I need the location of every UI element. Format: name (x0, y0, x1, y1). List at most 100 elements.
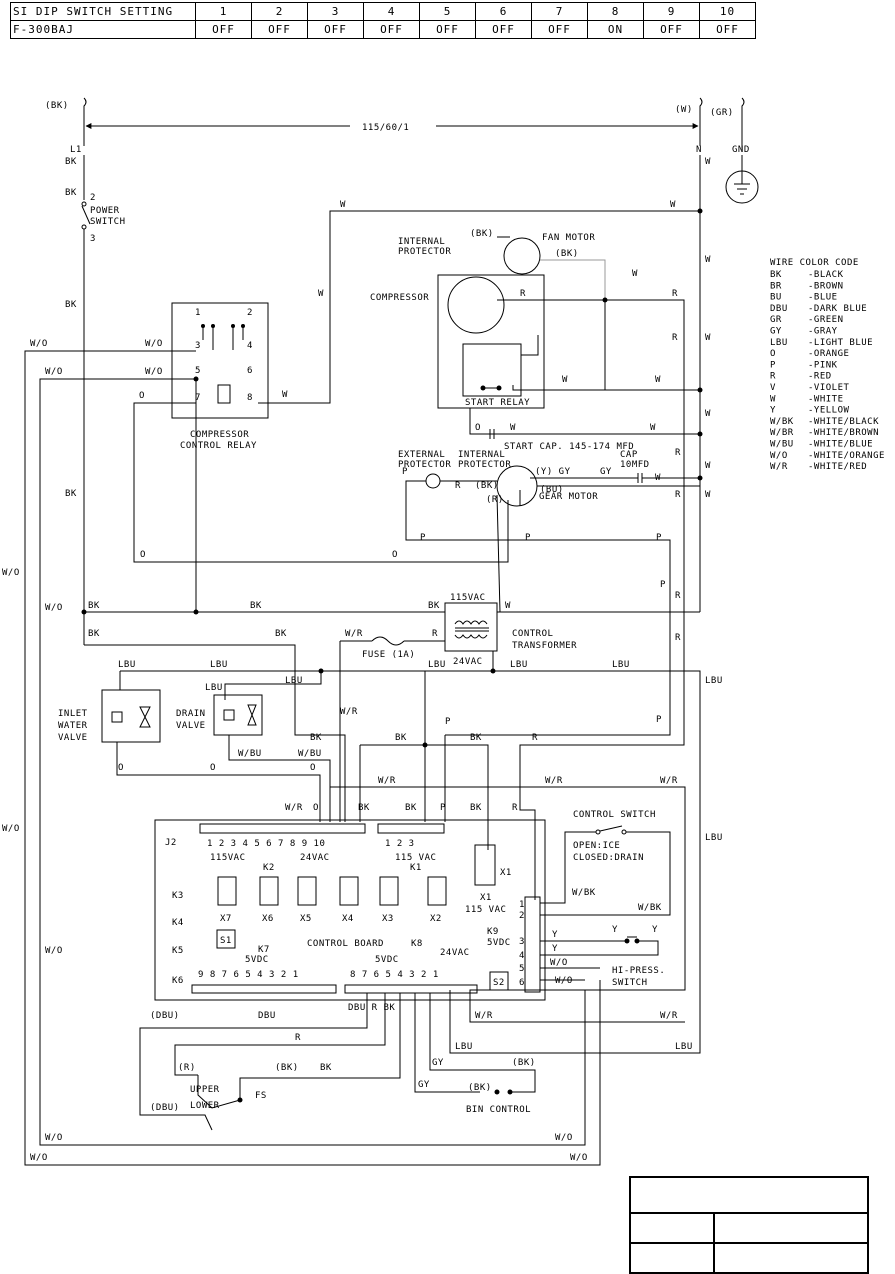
svg-text:O: O (118, 763, 124, 773)
k8-5v: 5VDC (375, 955, 399, 965)
svg-text:BK: BK (320, 1063, 332, 1073)
svg-text:W/O: W/O (2, 824, 20, 834)
svg-text:BK: BK (470, 803, 482, 813)
svg-text:W/BK: W/BK (572, 888, 596, 898)
svg-text:R: R (455, 481, 461, 491)
dip-setting-cell: OFF (251, 20, 308, 39)
wcc-meaning: -RED (808, 372, 832, 382)
svg-text:R: R (675, 448, 681, 458)
wcc-meaning: -WHITE/BROWN (808, 428, 879, 438)
dip-model-cell: F-300BAJ (10, 20, 196, 39)
svg-text:W/O: W/O (45, 367, 63, 377)
svg-text:X4: X4 (342, 914, 354, 924)
ct-line1: CONTROL (512, 629, 553, 639)
svg-text:(BU): (BU) (540, 485, 564, 495)
dip-setting-cell: OFF (363, 20, 420, 39)
k1-label: K1 (410, 863, 422, 873)
svg-text:W/O: W/O (2, 568, 20, 578)
svg-text:W/O: W/O (30, 1153, 48, 1163)
float-switch: UPPER LOWER FS (160, 1075, 266, 1131)
k8-24: 24VAC (440, 948, 470, 958)
int-prot-2: PROTECTOR (398, 247, 451, 257)
cap-2: 10MFD (620, 460, 650, 470)
wcc-meaning: -LIGHT BLUE (808, 338, 873, 348)
s1-switch (216, 929, 236, 949)
wcc-meaning: -ORANGE (808, 349, 849, 359)
k7-5v: 5VDC (245, 955, 269, 965)
svg-text:W/R: W/R (545, 776, 563, 786)
svg-text:9 8 7 6 5 4 3 2 1: 9 8 7 6 5 4 3 2 1 (198, 970, 299, 980)
control-switch: CONTROL SWITCH OPEN:ICE CLOSED:DRAIN (573, 810, 655, 863)
svg-text:LBU: LBU (705, 676, 723, 686)
x1-115: 115 VAC (465, 905, 506, 915)
svg-text:LBU: LBU (675, 1042, 693, 1052)
int-prot-1: INTERNAL (398, 237, 445, 247)
wcc-code: V (770, 383, 776, 393)
svg-text:W: W (705, 461, 711, 471)
wcc-meaning: -PINK (808, 360, 838, 370)
svg-text:W/R: W/R (285, 803, 303, 813)
svg-text:R: R (512, 803, 518, 813)
wcc-meaning: -VIOLET (808, 383, 850, 393)
svg-text:1: 1 (519, 900, 525, 910)
wcc-code: GY (770, 327, 782, 337)
inlet-water-valve: INLET WATER VALVE (58, 689, 161, 743)
svg-text:BK: BK (88, 629, 100, 639)
k9-5v: 5VDC (487, 938, 511, 948)
svg-text:X6: X6 (262, 914, 274, 924)
wcc-code: O (770, 349, 776, 359)
svg-text:O: O (313, 803, 319, 813)
svg-text:X3: X3 (382, 914, 394, 924)
svg-text:O: O (310, 763, 316, 773)
svg-text:(BK): (BK) (475, 481, 499, 491)
svg-text:8 7 6 5 4 3 2 1: 8 7 6 5 4 3 2 1 (350, 970, 439, 980)
svg-text:W/R: W/R (378, 776, 396, 786)
bin-control-label: BIN CONTROL (466, 1105, 531, 1115)
svg-text:BK: BK (65, 188, 77, 198)
compressor-label: COMPRESSOR (370, 293, 429, 303)
svg-text:W/O: W/O (555, 1133, 573, 1143)
svg-text:O: O (392, 550, 398, 560)
wcc-meaning: -BROWN (808, 281, 844, 291)
svg-text:(BK): (BK) (512, 1058, 536, 1068)
x1-relay (474, 844, 496, 886)
wcc-meaning: -YELLOW (808, 406, 850, 416)
svg-text:O: O (140, 550, 146, 560)
svg-text:BK: BK (310, 733, 322, 743)
svg-text:W: W (510, 423, 516, 433)
wcc-code: W (770, 394, 776, 404)
inlet-2: WATER (58, 721, 88, 731)
wcc-meaning: -BLUE (808, 293, 838, 303)
dip-header-row: SI DIP SWITCH SETTING 1 2 3 4 5 6 7 8 9 … (10, 2, 756, 21)
svg-text:LBU: LBU (210, 660, 228, 670)
k9-label: K9 (487, 927, 499, 937)
svg-text:R: R (532, 733, 538, 743)
external-protector-icon (425, 473, 441, 489)
svg-text:K6: K6 (172, 976, 184, 986)
svg-text:K5: K5 (172, 946, 184, 956)
supply-section: (BK) (W) (GR) 115/60/1 L1 N GND BK W (45, 97, 759, 204)
wcc-code: W/O (770, 451, 788, 461)
svg-text:(DBU): (DBU) (150, 1011, 180, 1021)
svg-text:X1: X1 (500, 868, 512, 878)
svg-text:Y: Y (652, 925, 658, 935)
k8-label: K8 (411, 939, 423, 949)
svg-text:P: P (420, 533, 426, 543)
l1-lead (83, 97, 87, 146)
wcc-meaning: -BLACK (808, 270, 844, 280)
wcc-code: W/BR (770, 428, 794, 438)
relay-title-1: COMPRESSOR (190, 430, 249, 440)
ext-prot-2: PROTECTOR (398, 460, 451, 470)
svg-text:1: 1 (195, 308, 201, 318)
svg-text:W/O: W/O (45, 603, 63, 613)
svg-text:1 2 3: 1 2 3 (385, 839, 415, 849)
drain-1: DRAIN (176, 709, 206, 719)
revision-box (629, 1176, 869, 1274)
svg-text:BK: BK (275, 629, 287, 639)
wire-color-code: WIRE COLOR CODE BK-BLACKBR-BROWNBU-BLUED… (770, 258, 884, 472)
svg-text:5: 5 (519, 964, 525, 974)
cb-label: CONTROL BOARD (307, 939, 384, 949)
svg-text:(BK): (BK) (275, 1063, 299, 1073)
n-label: N (696, 145, 702, 155)
